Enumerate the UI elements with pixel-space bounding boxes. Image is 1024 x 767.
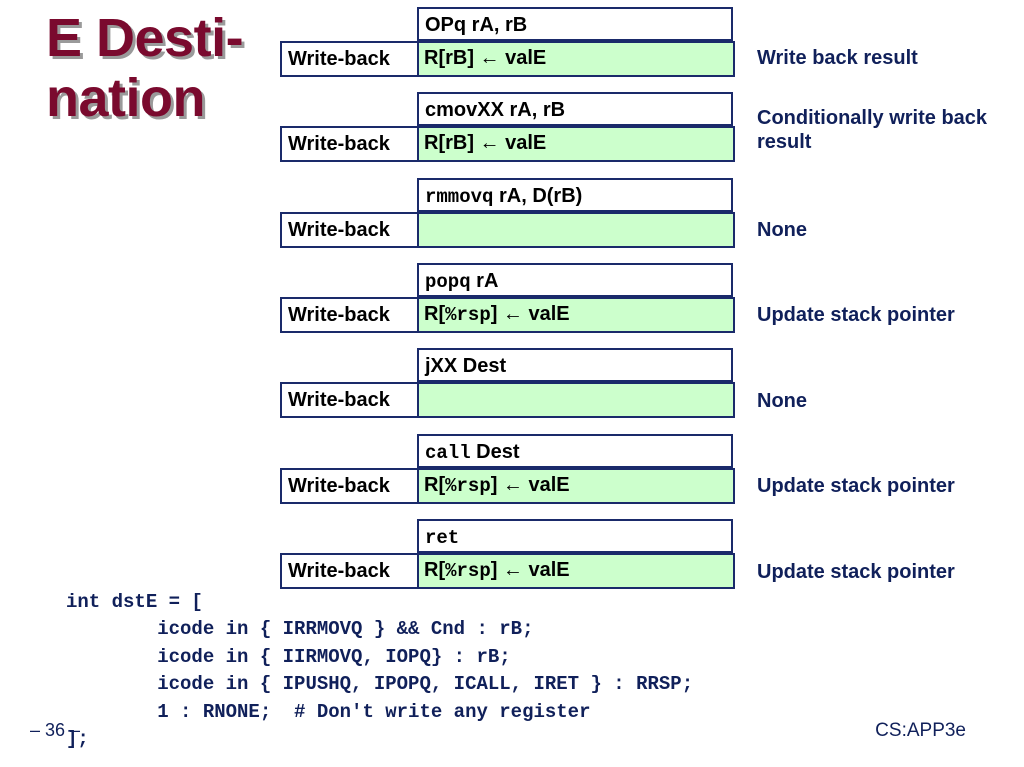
mono-text-segment: %rsp [445, 560, 491, 582]
instruction-cell: rmmovq rA, D(rB) [417, 178, 733, 212]
writeback-label: Write-back [282, 214, 417, 246]
text-segment: R[ [424, 559, 446, 581]
writeback-label: Write-back [282, 128, 417, 160]
mono-text-segment: rmmovq [425, 186, 494, 208]
writeback-label: Write-back [282, 299, 417, 331]
text-segment: OPq rA, rB [425, 14, 528, 36]
text-segment: R[ [424, 303, 446, 325]
mono-text-segment: ret [425, 527, 460, 549]
text-segment: cmovXX rA, rB [425, 99, 566, 121]
code-line: icode in { IRRMOVQ } && Cnd : rB; [66, 618, 534, 641]
writeback-value [417, 214, 733, 246]
mono-text-segment: %rsp [445, 475, 491, 497]
instruction-block: OPq rA, rB Write-back R[rB] ← valE [280, 7, 735, 79]
code-line: icode in { IPUSHQ, IPOPQ, ICALL, IRET } … [66, 673, 694, 696]
writeback-value [417, 384, 733, 416]
instruction-cell: popq rA [417, 263, 733, 297]
writeback-description: Conditionally write back result [757, 107, 988, 153]
writeback-row: Write-back [280, 212, 735, 248]
instruction-cell: ret [417, 519, 733, 553]
code-line: ]; [66, 728, 89, 751]
text-segment: jXX Dest [425, 355, 507, 377]
writeback-description: Update stack pointer [757, 304, 955, 326]
writeback-label: Write-back [282, 384, 417, 416]
writeback-value: R[rB] ← valE [417, 128, 733, 160]
writeback-label: Write-back [282, 43, 417, 75]
writeback-description: None [757, 390, 807, 412]
text-segment: R[ [424, 474, 446, 496]
text-segment: R[rB] ← valE [424, 47, 547, 69]
text-segment: Dest [470, 441, 520, 463]
writeback-value: R[%rsp] ← valE [417, 299, 733, 331]
writeback-label: Write-back [282, 555, 417, 587]
slide-title: E Desti- nation [46, 8, 244, 128]
footer-label: CS:APP3e [875, 720, 966, 741]
text-segment: ] ← valE [490, 474, 570, 496]
dstE-code-listing: int dstE = [ icode in { IRRMOVQ } && Cnd… [66, 589, 693, 753]
writeback-description: None [757, 219, 807, 241]
slide-title-line2: nation [46, 68, 205, 128]
text-segment: R[rB] ← valE [424, 132, 547, 154]
writeback-row: Write-back R[rB] ← valE [280, 41, 735, 77]
page-number: – 36 – [30, 720, 81, 740]
instruction-cell: call Dest [417, 434, 733, 468]
instruction-block: rmmovq rA, D(rB)Write-back [280, 178, 735, 250]
writeback-value: R[%rsp] ← valE [417, 470, 733, 502]
instruction-cell: OPq rA, rB [417, 7, 733, 41]
slide-title-line1: E Desti- [46, 8, 244, 68]
writeback-value: R[rB] ← valE [417, 43, 733, 75]
instruction-cell: jXX Dest [417, 348, 733, 382]
code-line: icode in { IIRMOVQ, IOPQ} : rB; [66, 645, 511, 668]
writeback-description: Write back result [757, 47, 918, 69]
code-line: int dstE = [ [66, 591, 203, 613]
code-line: 1 : RNONE; # Don't write any register [66, 700, 591, 723]
writeback-row: Write-back R[rB] ← valE [280, 126, 735, 162]
instruction-cell: cmovXX rA, rB [417, 92, 733, 126]
mono-text-segment: popq [425, 271, 471, 293]
writeback-row: Write-back [280, 382, 735, 418]
mono-text-segment: %rsp [445, 304, 491, 326]
writeback-description: Update stack pointer [757, 561, 955, 583]
text-segment: ] ← valE [490, 303, 570, 325]
writeback-description: Update stack pointer [757, 475, 955, 497]
text-segment: ] ← valE [490, 559, 570, 581]
writeback-value: R[%rsp] ← valE [417, 555, 733, 587]
text-segment: rA, D(rB) [493, 185, 583, 207]
instruction-block: cmovXX rA, rB Write-back R[rB] ← valE [280, 92, 735, 164]
writeback-label: Write-back [282, 470, 417, 502]
text-segment: rA [470, 270, 499, 292]
mono-text-segment: call [425, 442, 471, 464]
